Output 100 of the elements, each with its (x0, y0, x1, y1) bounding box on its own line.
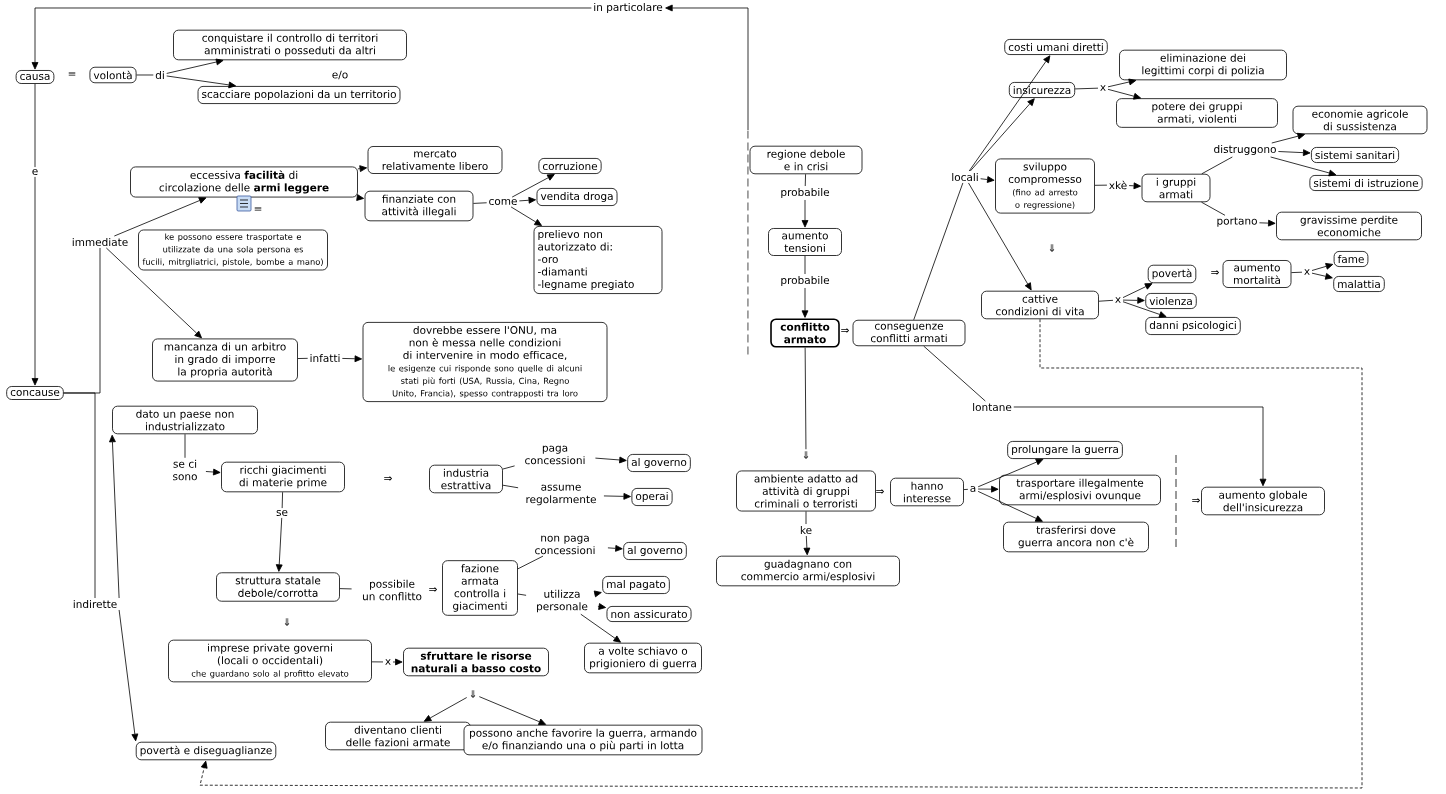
concept-box: operai (631, 488, 673, 506)
concept-box: insicurezza (1008, 82, 1076, 98)
arrow (275, 517, 283, 572)
concept-box: conquistare il controllo di territori amministrati o posseduti da altri (173, 29, 407, 61)
linking-phrase: di (155, 70, 164, 80)
arrow (1270, 156, 1337, 177)
connector-line (502, 484, 519, 489)
symbol-text: ⇒ (876, 489, 884, 494)
concept-box: ambiente adatto ad attività di gruppi criminali o terroristi (736, 470, 876, 512)
concept-box: al governo (623, 542, 687, 560)
arrow (595, 456, 627, 464)
arrow (1311, 263, 1334, 271)
arrow (510, 206, 542, 226)
linking-phrase: x (1304, 269, 1310, 275)
concept-box: sistemi sanitari (1311, 147, 1399, 163)
concept-box: non assicurato (606, 606, 692, 622)
concept-box: diventano clienti delle fazioni armate (325, 721, 471, 751)
arrow (1122, 283, 1153, 298)
concept-box: fame (1333, 251, 1369, 267)
symbol-text: ⇒ (384, 476, 392, 481)
concept-box: dato un paese non industrializzato (112, 405, 258, 435)
arrow (1122, 297, 1145, 304)
concept-box: finanziate con attività illegali (364, 190, 474, 222)
connector-line (517, 593, 527, 596)
connector-line (1201, 156, 1233, 175)
arrow (423, 697, 468, 722)
concept-box: prelievo non autorizzato di: -oro -diamanti -legname pregiato (533, 226, 663, 294)
concept-box: gravissime perdite economiche (1276, 211, 1422, 241)
concept-box: i gruppi armati (1141, 173, 1211, 203)
symbol-text: ⇒ (1192, 498, 1200, 503)
linking-phrase: ⇓ (470, 690, 476, 698)
concept-box: economie agricole di sussistenza (1292, 105, 1428, 135)
connector-line (473, 202, 488, 204)
arrow (969, 98, 1035, 172)
arrow (392, 658, 403, 666)
concept-box: prolungare la guerra (1007, 441, 1123, 459)
linking-phrase: possibile un conflitto (363, 579, 422, 601)
linking-phrase: utilizza personale (537, 589, 588, 613)
arrow (977, 485, 999, 493)
concept-box: costi umani diretti (1004, 39, 1108, 55)
linking-phrase: infatti (310, 353, 340, 363)
connector-line (913, 182, 964, 321)
arrow (977, 458, 1044, 488)
arrow (1128, 182, 1141, 190)
linking-phrase: x (1100, 85, 1106, 91)
connector-line (339, 588, 352, 590)
arrow (341, 355, 362, 363)
linking-phrase: immediate (72, 237, 128, 247)
concept-box: sviluppo compromesso (fino ad arresto o regressione) (995, 158, 1095, 214)
linking-phrase: probabile (781, 187, 830, 199)
linking-phrase: a (970, 486, 976, 492)
concept-box: regione debole e in crisi (749, 145, 863, 175)
symbol-text: ⇒ (1211, 270, 1219, 275)
arrow (1278, 149, 1311, 157)
concept-box: trasportare illegalmente armi/esplosivi ovunque (999, 474, 1161, 506)
concept-box: aumento tensioni (768, 228, 842, 256)
arrow (580, 613, 621, 643)
arrow (1271, 132, 1305, 144)
concept-box: guadagnano con commercio armi/esplosivi (716, 555, 900, 587)
concept-box: vendita droga (536, 188, 618, 206)
connector-line (963, 488, 969, 490)
arrow (597, 603, 606, 610)
arrow (357, 165, 367, 172)
concept-box: ricchi giacimenti di materie prime (221, 461, 345, 493)
concept-box: danni psicologici (1145, 317, 1241, 335)
concept-box: struttura statale debole/corrotta (216, 572, 340, 602)
connector-line (923, 345, 986, 402)
linking-phrase: e (32, 169, 38, 175)
concept-box: malattia (1333, 276, 1385, 292)
concept-box: a volte schiavo o prigioniero di guerra (584, 642, 702, 674)
arrow (977, 491, 1043, 522)
connector-line (34, 83, 36, 168)
connector-line (297, 357, 309, 359)
arrow (1107, 78, 1137, 88)
arrow (968, 55, 1051, 172)
concept-box: imprese private governi (locali o occidentali) che guardano solo al profitto elevato (168, 639, 372, 683)
connector-line (1291, 271, 1303, 273)
linking-phrase: in particolare (594, 2, 663, 14)
symbol-text: ⇓ (284, 618, 290, 626)
symbol-text: = (254, 207, 262, 211)
concept-box: fazione armata controlla i giacimenti (442, 560, 518, 616)
linking-phrase: se (276, 510, 288, 516)
concept-box: sistemi di istruzione (1309, 175, 1423, 191)
arrow (665, 4, 749, 131)
symbol-text: e/o (332, 70, 348, 80)
arrow (511, 174, 555, 198)
concept-box: povertà (1147, 264, 1197, 284)
arrow (105, 247, 202, 339)
concept-box: hanno interesse (890, 477, 964, 507)
concept-box: eliminazione dei legittimi corpi di polizia (1119, 49, 1287, 81)
concept-box: volontà (89, 66, 137, 84)
arrow (166, 58, 224, 74)
concept-box: industria estrattiva (429, 464, 503, 494)
connector-line (136, 74, 154, 76)
connector-line (1098, 299, 1114, 302)
concept-box: mal pagato (602, 576, 670, 594)
linking-phrase: come (489, 199, 517, 205)
concept-box: eccessiva facilità di circolazione delle armi leggere (130, 166, 358, 198)
concept-box: mancanza di un arbitro in grado di imporre la propria autorità (152, 338, 298, 382)
arrow (801, 199, 809, 228)
